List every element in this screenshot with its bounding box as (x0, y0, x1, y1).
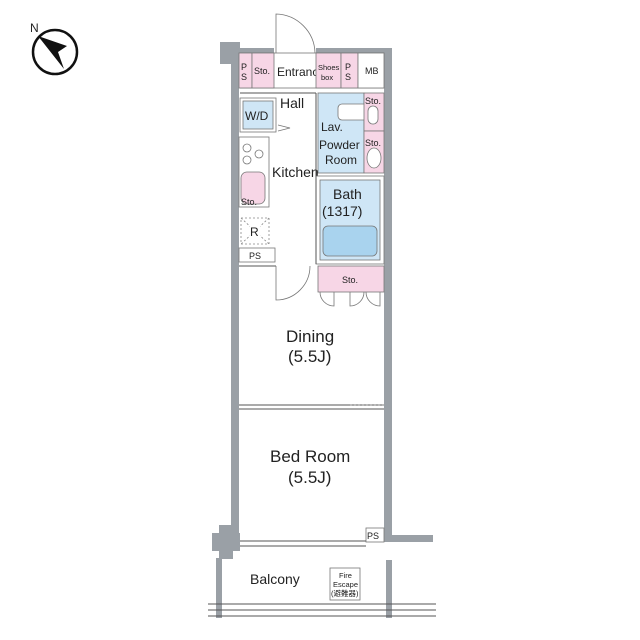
storage-kitchen-label: Sto. (241, 197, 257, 207)
storage-powder-label: Sto. (365, 138, 381, 148)
fire-escape-label-3: (避難器) (331, 588, 359, 598)
dining-size-label: (5.5J) (288, 347, 331, 366)
meter-box-label: MB (365, 66, 379, 76)
balcony-label: Balcony (250, 571, 300, 587)
fire-escape-label-2: Escape (333, 580, 358, 589)
pipe-space-kitchen (238, 247, 276, 263)
storage-bath (317, 265, 385, 293)
storage-entrance (251, 52, 275, 89)
pipe-space-bedroom (365, 527, 385, 543)
compass-label: N (30, 21, 39, 35)
fire-escape-hatch (329, 567, 361, 601)
meter-box (357, 52, 385, 89)
powder-label-1: Powder (319, 138, 360, 152)
bedroom-label: Bed Room (270, 447, 350, 466)
washer-dryer-label: W/D (245, 109, 269, 123)
storage-entrance-label: Sto. (254, 66, 270, 76)
shoes-box-label-2: box (321, 73, 333, 82)
north-arrow-compass-icon: N (30, 21, 79, 76)
ps-kitchen-label: PS (249, 251, 261, 261)
bath-label: Bath (333, 186, 362, 202)
powder-label-2: Room (325, 153, 357, 167)
kitchen-sink (240, 171, 266, 205)
entrance-door[interactable] (275, 13, 316, 54)
walls (212, 42, 433, 618)
refrigerator-label: R (250, 225, 259, 239)
balcony-window[interactable] (240, 540, 366, 547)
balcony-railing (208, 603, 436, 617)
entrance-label: Entrance (277, 65, 325, 79)
fire-escape-label-1: Fire (339, 571, 352, 580)
storage-lav-label: Sto. (365, 96, 381, 106)
dining-label: Dining (286, 327, 334, 346)
sliding-partition[interactable] (239, 404, 384, 410)
bedroom-size-label: (5.5J) (288, 468, 331, 487)
ps-bedroom-label: PS (367, 531, 379, 541)
lav-label: Lav. (321, 120, 343, 134)
hall-label: Hall (280, 95, 304, 111)
shoes-box (315, 52, 342, 89)
kitchen-label: Kitchen (272, 164, 319, 180)
shoes-box-label-1: Shoes (318, 63, 340, 72)
storage-bath-label: Sto. (342, 275, 358, 285)
refrigerator-space (240, 217, 270, 245)
bath-size-label: (1317) (322, 203, 362, 219)
